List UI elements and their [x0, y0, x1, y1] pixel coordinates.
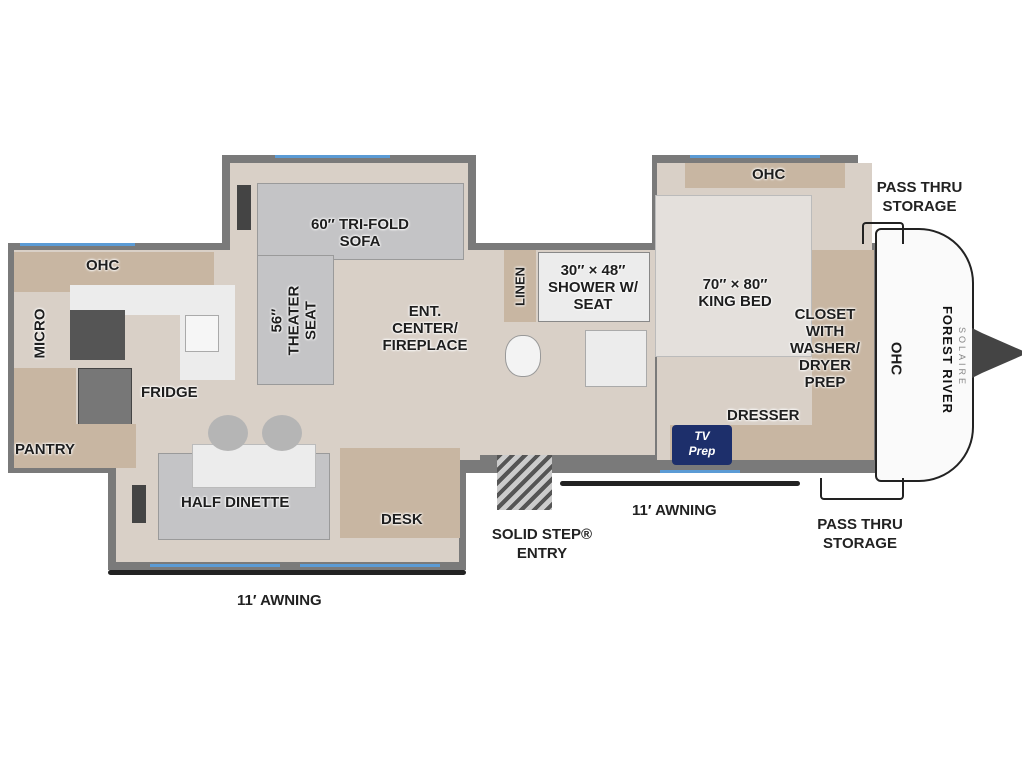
label-pass-thru-top: PASS THRU STORAGE	[872, 178, 967, 216]
entry-steps	[497, 455, 552, 510]
window	[150, 564, 280, 567]
label-ohc-bedroom: OHC	[752, 166, 786, 183]
window	[660, 470, 740, 473]
shower-line3: SEAT	[573, 296, 613, 313]
hitch	[972, 328, 1022, 378]
sink-icon	[185, 315, 219, 352]
label-ent-center: ENT. CENTER/ FIREPLACE	[375, 303, 475, 354]
closet-line3: WASHER/	[789, 340, 860, 357]
bed-line1: 70″ × 80″	[702, 276, 768, 293]
desk	[340, 448, 460, 538]
label-dresser: DRESSER	[727, 407, 800, 424]
tri-fold-sofa	[257, 183, 464, 260]
pass-top-line1: PASS THRU	[876, 179, 963, 196]
closet-line1: CLOSET	[794, 306, 856, 323]
dinette-table	[192, 444, 316, 488]
label-fridge: FRIDGE	[141, 384, 198, 401]
pass-thru-storage-bottom	[820, 478, 904, 500]
bed-line2: KING BED	[698, 293, 772, 310]
front-cap	[875, 228, 974, 482]
label-entry: SOLID STEP® ENTRY	[482, 525, 602, 563]
label-ohc-kitchen: OHC	[86, 257, 120, 274]
awning-right	[560, 481, 800, 486]
label-desk: DESK	[381, 511, 423, 528]
window	[300, 564, 440, 567]
label-pass-thru-bottom: PASS THRU STORAGE	[810, 515, 910, 553]
bath-vanity	[585, 330, 647, 387]
bedroom-overhead-cabinet	[685, 163, 845, 188]
shower-line1: 30″ × 48″	[560, 262, 626, 279]
tv-prep-line2: Prep	[688, 444, 716, 458]
label-shower: 30″ × 48″ SHOWER W/ SEAT	[538, 262, 648, 313]
stove-icon	[70, 310, 125, 360]
king-bed	[655, 195, 812, 357]
pass-thru-storage-top	[862, 222, 904, 244]
fridge-icon	[78, 368, 132, 425]
label-micro: MICRO	[31, 308, 49, 359]
awning-left	[108, 570, 466, 575]
label-closet: CLOSET WITH WASHER/ DRYER PREP	[785, 306, 865, 391]
entry-line2: ENTRY	[516, 545, 568, 562]
tv-icon	[132, 485, 146, 523]
label-theater-seat: 56″ THEATER SEAT	[269, 281, 320, 361]
pass-bottom-line1: PASS THRU	[817, 516, 903, 533]
ent-line3: FIREPLACE	[382, 337, 468, 354]
stool	[262, 415, 302, 451]
label-awning-left: 11′ AWNING	[237, 592, 322, 609]
closet-line4: DRYER	[799, 357, 851, 374]
label-linen: LINEN	[512, 267, 528, 306]
lower-cabinet	[76, 424, 136, 468]
label-king-bed: 70″ × 80″ KING BED	[680, 276, 790, 310]
window	[690, 155, 820, 158]
tv-prep-line1: TV	[694, 429, 710, 443]
shower-line2: SHOWER W/	[548, 279, 638, 296]
sofa-line1: 60″ TRI-FOLD	[310, 216, 410, 233]
closet-line2: WITH	[805, 323, 845, 340]
label-half-dinette: HALF DINETTE	[181, 494, 290, 511]
pantry-cabinet	[14, 368, 76, 468]
sofa-line2: SOFA	[339, 233, 381, 250]
theater-line1: 56″	[268, 308, 286, 333]
ent-line2: CENTER/	[392, 320, 458, 337]
label-pantry: PANTRY	[15, 441, 75, 458]
ent-line1: ENT.	[408, 303, 442, 320]
window	[20, 243, 135, 246]
pass-top-line2: STORAGE	[882, 198, 957, 215]
label-ohc-front: OHC	[887, 341, 905, 376]
label-awning-right: 11′ AWNING	[632, 502, 717, 519]
window	[275, 155, 390, 158]
theater-line3: SEAT	[302, 301, 320, 340]
theater-seat	[257, 255, 334, 385]
closet-line5: PREP	[804, 374, 846, 391]
brand-model: SOLAIRE	[957, 326, 967, 387]
toilet-icon	[505, 335, 541, 377]
shower	[538, 252, 650, 322]
pass-bottom-line2: STORAGE	[823, 535, 897, 552]
entry-line1: SOLID STEP®	[491, 526, 593, 543]
tv-prep-badge: TV Prep	[672, 425, 732, 465]
theater-line2: THEATER	[285, 285, 303, 356]
tv-icon	[237, 185, 251, 230]
linen-cabinet	[504, 250, 536, 322]
brand-logo: FOREST RIVER	[935, 295, 955, 425]
stool	[208, 415, 248, 451]
label-sofa: 60″ TRI-FOLD SOFA	[295, 216, 425, 250]
